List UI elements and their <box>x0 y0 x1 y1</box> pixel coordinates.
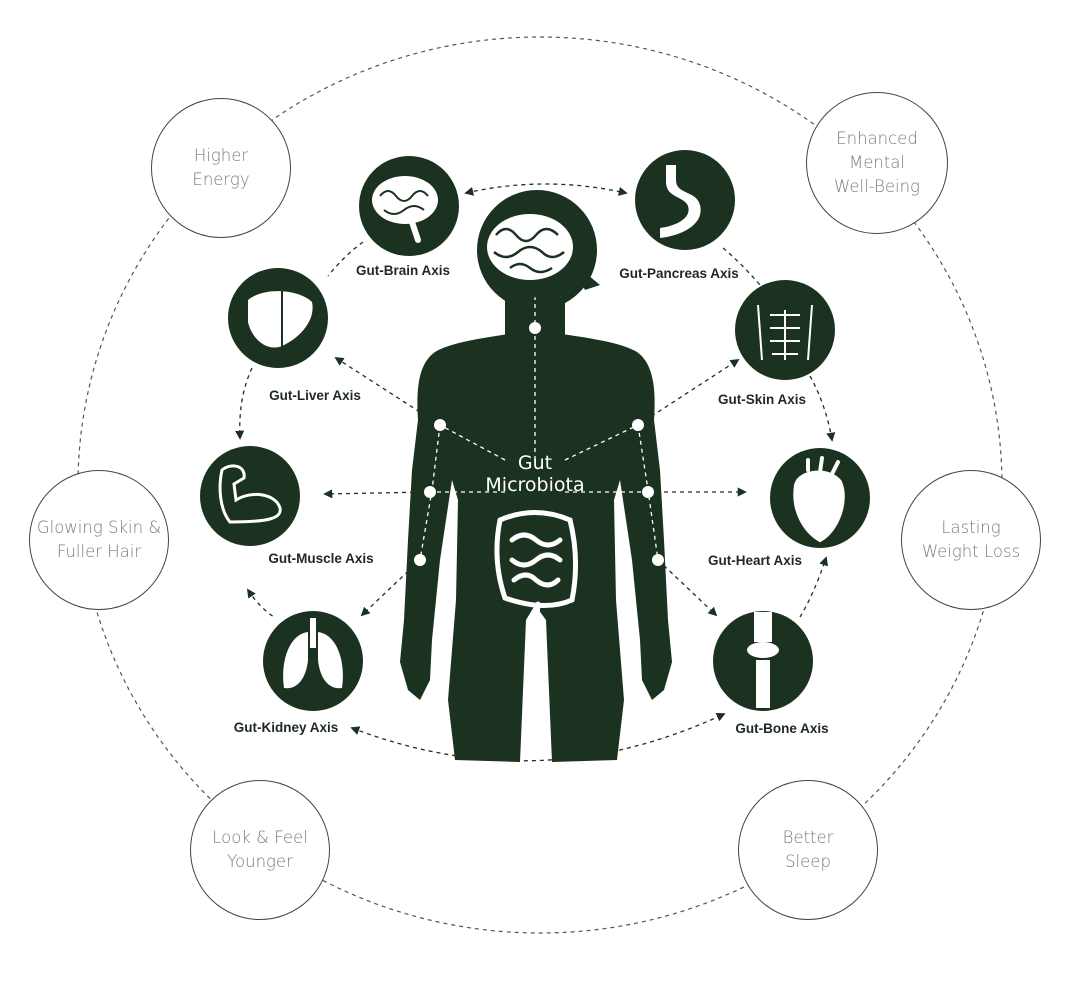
benefit-text: Glowing Skin & Fuller Hair <box>36 518 162 561</box>
benefit-text: Lasting Weight Loss <box>921 518 1021 561</box>
brain-icon <box>372 176 438 243</box>
benefit-look-younger: Look & Feel Younger <box>190 780 330 920</box>
liver-icon <box>248 291 313 348</box>
head-brain-icon <box>487 214 573 280</box>
axis-label-kidney: Gut-Kidney Axis <box>233 720 339 735</box>
axis-label-bone: Gut-Bone Axis <box>735 721 829 736</box>
abs-icon <box>757 304 813 361</box>
lungs-icon <box>283 618 343 689</box>
benefit-higher-energy: Higher Energy <box>151 98 291 238</box>
axis-label-pancreas: Gut-Pancreas Axis <box>619 266 739 281</box>
stomach-icon <box>660 165 701 238</box>
axis-label-liver: Gut-Liver Axis <box>269 388 361 403</box>
benefit-skin-hair: Glowing Skin & Fuller Hair <box>29 470 169 610</box>
connector-nodes <box>414 322 664 566</box>
axis-heart-circle <box>770 448 870 548</box>
axis-skin-circle <box>735 280 835 380</box>
benefit-text: Enhanced Mental Well-Being <box>834 129 920 196</box>
intestine-icon <box>494 510 579 631</box>
flexed-arm-icon <box>218 464 282 524</box>
axis-connectors <box>235 183 836 762</box>
axis-label-brain: Gut-Brain Axis <box>355 263 451 278</box>
benefit-better-sleep: Better Sleep <box>738 780 878 920</box>
axis-kidney-circle <box>263 611 363 711</box>
axis-muscle-circle <box>200 446 300 546</box>
benefit-text: Look & Feel Younger <box>212 828 308 871</box>
center-label-line1: Gut <box>517 452 553 474</box>
knee-bone-icon <box>747 612 779 708</box>
center-label: Gut Microbiota <box>485 452 584 496</box>
axis-label-heart: Gut-Heart Axis <box>707 553 803 568</box>
axis-liver-circle <box>228 268 328 368</box>
axis-bone-circle <box>713 611 813 711</box>
axis-label-skin: Gut-Skin Axis <box>717 392 807 407</box>
axis-pancreas-circle <box>635 150 735 250</box>
benefit-text: Higher Energy <box>192 146 250 189</box>
body-outside-arrows <box>323 357 747 617</box>
heart-icon <box>793 456 845 543</box>
axis-brain-circle <box>359 156 459 256</box>
benefit-mental-well-being: Enhanced Mental Well-Being <box>806 92 948 234</box>
benefit-weight-loss: Lasting Weight Loss <box>901 470 1041 610</box>
center-label-line2: Microbiota <box>485 474 585 496</box>
axis-label-muscle: Gut-Muscle Axis <box>268 551 374 566</box>
benefit-text: Better Sleep <box>782 828 834 871</box>
